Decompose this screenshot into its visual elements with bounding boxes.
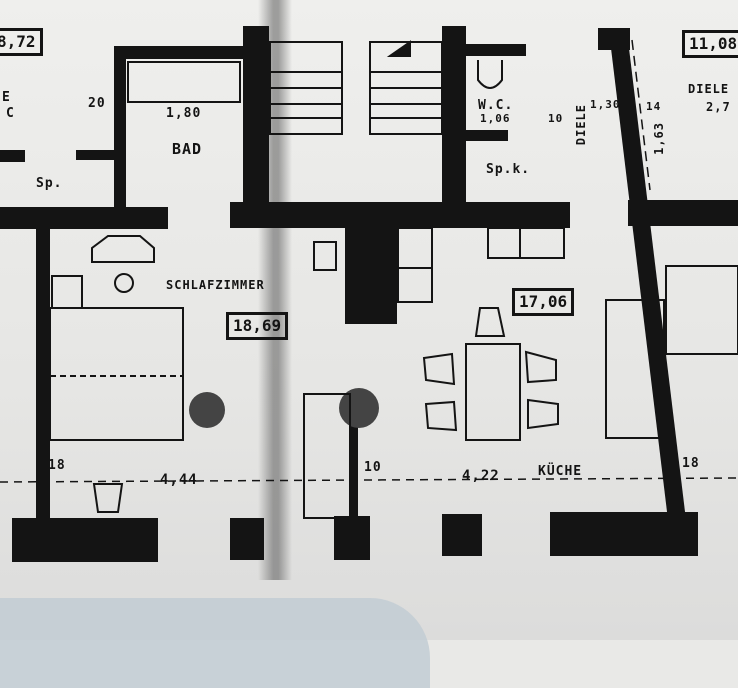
chair-icon <box>424 400 458 432</box>
dim-bedroom-width: 4,44 <box>160 472 198 488</box>
lamp-icon <box>114 273 134 293</box>
wall <box>230 518 264 560</box>
room-label-diele-vertical: DIELE <box>574 104 588 146</box>
nightstand-icon <box>91 235 155 263</box>
dim-kitchen-width: 4,22 <box>462 468 500 484</box>
wall <box>0 207 168 229</box>
dim-wc: 1,06 <box>480 112 511 125</box>
toilet-icon <box>477 60 503 89</box>
chair-icon <box>527 398 559 430</box>
stove-icon <box>397 227 433 269</box>
chair-icon <box>422 352 456 386</box>
room-label-diele: DIELE <box>688 82 730 96</box>
label-partial-c: C <box>6 106 15 121</box>
area-box-right: 11,08 <box>682 30 738 58</box>
sink-icon <box>487 227 521 259</box>
stairs-icon <box>269 40 443 135</box>
room-label-kitchen: KÜCHE <box>538 464 583 479</box>
dim-bath-wall: 20 <box>88 96 106 111</box>
wall <box>243 26 269 208</box>
room-label-bath: BAD <box>172 140 203 158</box>
room-label-spk: Sp.k. <box>486 162 531 177</box>
wall <box>442 26 466 206</box>
wall <box>116 46 246 59</box>
bathtub-icon <box>127 61 241 103</box>
dim-diele-right: 2,7 <box>706 100 731 114</box>
room-label-sp: Sp. <box>36 176 63 191</box>
chair-icon <box>524 350 557 384</box>
oven-icon <box>397 267 433 303</box>
area-box-left: 8,72 <box>0 28 43 56</box>
dim-diele-height: 1,63 <box>652 122 666 155</box>
dining-table-icon <box>465 343 521 441</box>
wall <box>466 44 526 56</box>
wall <box>334 516 370 560</box>
wall <box>610 40 686 520</box>
wall <box>442 514 482 556</box>
wall <box>350 390 358 520</box>
wall <box>230 202 570 228</box>
dim-mid-wall: 10 <box>364 460 382 475</box>
dim-bath: 1,80 <box>166 106 202 121</box>
pipe-icon <box>189 392 225 428</box>
bin-icon <box>92 483 124 513</box>
dim-bedroom-wall: 18 <box>48 458 66 473</box>
floor-plan-drawing <box>0 26 738 562</box>
wall <box>76 150 116 160</box>
chair-icon <box>474 307 506 337</box>
fridge-icon <box>313 241 337 271</box>
photo-shadow <box>0 598 430 688</box>
dim-right-wall: 18 <box>682 456 700 471</box>
dim-wc-wall: 10 <box>548 112 564 125</box>
wall <box>36 228 50 528</box>
wall <box>114 46 126 211</box>
wall <box>12 518 158 562</box>
label-partial-e: E <box>2 90 11 105</box>
area-box-kitchen: 17,06 <box>512 288 575 316</box>
wall <box>550 512 698 556</box>
wall <box>466 130 508 141</box>
dimension-line <box>0 477 738 483</box>
room-label-wc: W.C. <box>478 98 514 113</box>
bed-icon <box>49 307 184 441</box>
area-box-bedroom: 18,69 <box>226 312 289 340</box>
chimney <box>345 228 397 324</box>
room-label-bedroom: SCHLAFZIMMER <box>166 278 265 292</box>
dim-diele: 1,30 <box>590 98 621 111</box>
wall <box>598 28 630 50</box>
wall <box>0 150 25 162</box>
dim-diele-wall: 14 <box>646 100 662 113</box>
